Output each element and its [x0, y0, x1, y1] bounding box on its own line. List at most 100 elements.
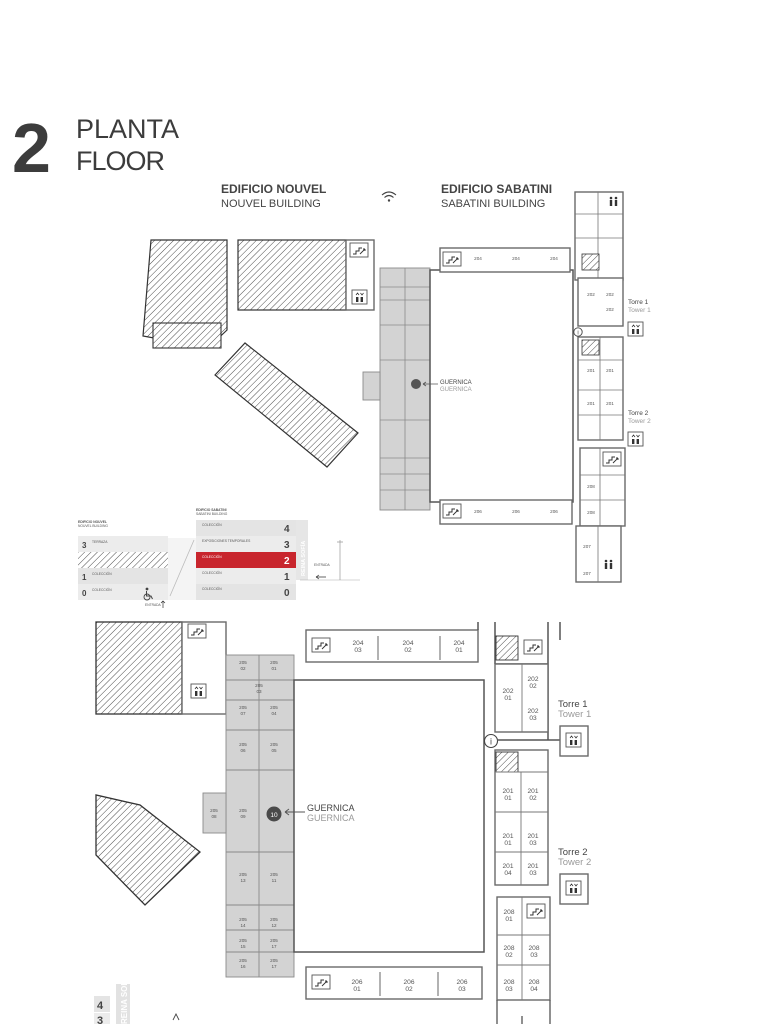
elevator-icon	[565, 880, 582, 896]
svg-text:202: 202	[606, 292, 614, 297]
svg-text:202: 202	[606, 307, 614, 312]
stairs-icon	[187, 623, 207, 639]
tower2-label-en-detail: Tower 2	[558, 857, 591, 868]
svg-text:02: 02	[240, 666, 246, 671]
svg-text:205: 205	[239, 742, 247, 747]
svg-text:COLECCIÓN: COLECCIÓN	[202, 570, 222, 575]
arrow-up-icon	[160, 600, 166, 608]
svg-text:COLECCIÓN: COLECCIÓN	[92, 587, 112, 592]
svg-text:03: 03	[529, 870, 537, 877]
svg-text:204: 204	[474, 256, 482, 261]
svg-text:12: 12	[271, 923, 277, 928]
entrance-label-bottom: ENTRADA	[145, 603, 162, 607]
stairs-icon	[526, 903, 546, 919]
room-202-area	[577, 277, 624, 327]
svg-text:204: 204	[550, 256, 558, 261]
corridor-206	[439, 499, 573, 525]
svg-text:205: 205	[239, 938, 247, 943]
svg-text:i: i	[577, 331, 578, 337]
crop-legend-side-label: REINA SOFÍA	[120, 973, 129, 1024]
svg-text:0: 0	[284, 588, 290, 599]
sabatini-courtyard-outline	[429, 269, 574, 503]
arrow-left-icon	[315, 574, 326, 580]
svg-text:02: 02	[529, 683, 537, 690]
svg-text:EXPOSICIONES TEMPORALES: EXPOSICIONES TEMPORALES	[202, 539, 251, 543]
svg-text:3: 3	[82, 541, 87, 550]
room-205-08-detail	[202, 792, 227, 834]
nouvel-hatched-block-south-detail	[95, 794, 201, 906]
info-icon	[483, 733, 499, 749]
guernica-label-es: GUERNICA	[307, 803, 355, 813]
svg-text:09: 09	[240, 814, 246, 819]
elevator-icon	[627, 321, 644, 337]
room-207-area	[575, 525, 622, 583]
svg-text:206: 206	[403, 979, 414, 986]
svg-text:03: 03	[256, 689, 262, 694]
guernica-room-marker	[411, 379, 421, 389]
svg-text:206: 206	[474, 509, 482, 514]
legend-nouvel-title: EDIFICIO NOUVEL	[78, 520, 107, 524]
svg-text:03: 03	[458, 986, 466, 993]
floor-title-es: PLANTA	[76, 114, 179, 144]
svg-text:COLECCIÓN: COLECCIÓN	[202, 522, 222, 527]
svg-text:205: 205	[239, 958, 247, 963]
tower1-label-en: Tower 1	[628, 307, 651, 314]
svg-text:i: i	[490, 737, 492, 747]
legend-floor-4	[196, 520, 296, 536]
stairs-icon	[442, 503, 462, 519]
svg-text:205: 205	[270, 705, 278, 710]
svg-text:202: 202	[502, 688, 513, 695]
svg-text:205: 205	[270, 660, 278, 665]
svg-text:208: 208	[528, 979, 539, 986]
svg-text:205: 205	[270, 872, 278, 877]
guernica-label-es-small: GUERNICA	[440, 380, 472, 386]
crop-legend-floor-4: 4	[97, 1000, 104, 1012]
svg-text:04: 04	[271, 711, 277, 716]
legend-nouvel-floor-2	[78, 552, 168, 568]
floor-legend: EDIFICIO SABATINI SABATINI BUILDING EDIF…	[78, 508, 360, 608]
legend-floor-2-active	[196, 552, 296, 568]
legend-nouvel-floor-0	[78, 584, 168, 600]
svg-text:201: 201	[527, 833, 538, 840]
legend-nouvel-floor-1	[78, 568, 168, 584]
nouvel-building-subtitle: NOUVEL BUILDING	[221, 198, 321, 210]
restroom-icon	[604, 559, 613, 569]
svg-text:2: 2	[284, 556, 290, 567]
svg-text:04: 04	[504, 870, 512, 877]
tower2-label-es: Torre 2	[628, 410, 649, 417]
restroom-icon	[609, 196, 618, 206]
guernica-room-marker-detail	[266, 806, 282, 822]
svg-text:17: 17	[271, 964, 277, 969]
svg-text:13: 13	[240, 878, 246, 883]
stairs-icon	[311, 637, 331, 653]
svg-text:205: 205	[239, 917, 247, 922]
room-202-area-detail	[494, 663, 549, 733]
legend-nouvel-floor-3	[78, 536, 168, 552]
nouvel-hatched-block-north	[237, 239, 347, 311]
svg-text:06: 06	[240, 748, 246, 753]
svg-text:205: 205	[270, 917, 278, 922]
svg-text:204: 204	[453, 640, 464, 647]
svg-text:208: 208	[528, 945, 539, 952]
svg-text:201: 201	[527, 863, 538, 870]
svg-text:201: 201	[606, 401, 614, 406]
legend-side-label: REINA SOFÍA	[299, 541, 307, 576]
svg-text:03: 03	[529, 840, 537, 847]
svg-text:03: 03	[505, 986, 513, 993]
svg-text:202: 202	[527, 676, 538, 683]
main-map: GUERNICA GUERNICA 204 204 204 206 206 20…	[142, 191, 651, 583]
svg-text:4: 4	[284, 524, 290, 535]
elevator-icon	[351, 289, 368, 305]
sabatini-courtyard-detail	[293, 679, 485, 953]
svg-text:201: 201	[527, 788, 538, 795]
svg-text:208: 208	[587, 484, 595, 489]
svg-text:204: 204	[352, 640, 363, 647]
rooms-205-block-detail	[225, 654, 295, 978]
svg-text:1: 1	[82, 573, 87, 582]
legend-floor-3	[196, 536, 296, 552]
room-201-area-detail	[494, 749, 549, 886]
sabatini-building-subtitle: SABATINI BUILDING	[441, 198, 545, 210]
svg-text:TERRAZA: TERRAZA	[92, 540, 108, 544]
svg-text:02: 02	[505, 952, 513, 959]
svg-text:205: 205	[239, 872, 247, 877]
